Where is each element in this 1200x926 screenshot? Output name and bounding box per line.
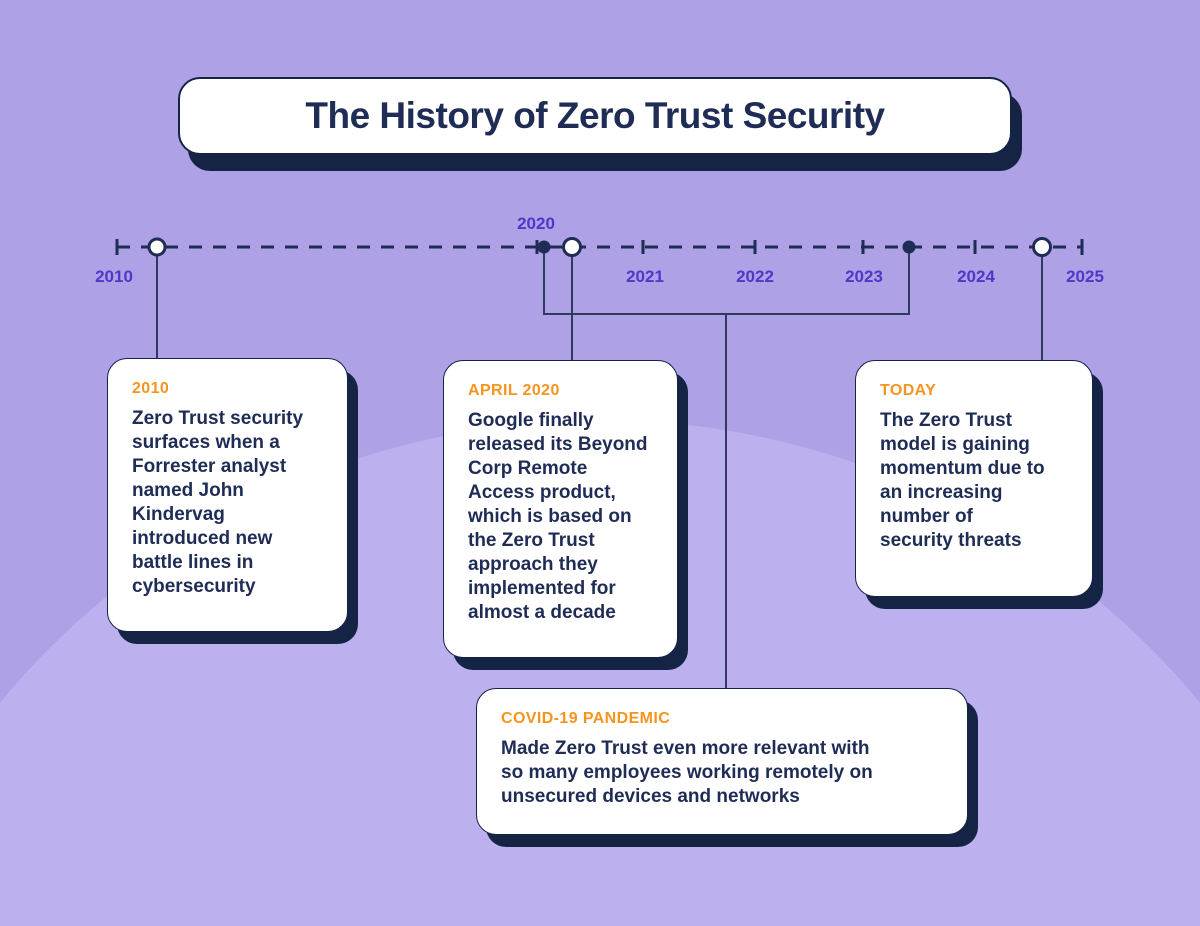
year-label-2025: 2025 — [1066, 267, 1104, 286]
year-label-2020: 2020 — [517, 214, 555, 233]
year-label-2010: 2010 — [95, 267, 133, 286]
card-body: Made Zero Trust even more relevant with … — [501, 738, 873, 807]
event-card-2010: 2010 Zero Trust security surfaces when a… — [107, 358, 348, 632]
milestone-node-today — [1032, 237, 1052, 257]
event-card-covid: COVID-19 PANDEMIC Made Zero Trust even m… — [476, 688, 968, 835]
event-dot-2020 — [537, 240, 551, 254]
year-label-2023: 2023 — [845, 267, 883, 286]
card-label: APRIL 2020 — [468, 382, 560, 399]
year-label-2022: 2022 — [736, 267, 774, 286]
year-label-2024: 2024 — [957, 267, 995, 286]
title-card: The History of Zero Trust Security — [178, 77, 1012, 155]
milestone-node-april-2020 — [562, 237, 582, 257]
event-card-today: TODAY The Zero Trust model is gaining mo… — [855, 360, 1093, 597]
card-body: Zero Trust security surfaces when a Forr… — [132, 408, 304, 597]
year-label-2021: 2021 — [626, 267, 664, 286]
card-label: 2010 — [132, 380, 170, 397]
page-title: The History of Zero Trust Security — [305, 95, 885, 136]
card-body: The Zero Trust model is gaining momentum… — [880, 410, 1045, 551]
card-label: COVID-19 PANDEMIC — [501, 710, 671, 727]
card-body: Google finally released its Beyond Corp … — [468, 410, 648, 623]
milestone-node-2010 — [147, 237, 167, 257]
event-card-april-2020: APRIL 2020 Google finally released its B… — [443, 360, 678, 658]
event-dot-2023 — [902, 240, 916, 254]
card-label: TODAY — [880, 382, 937, 399]
